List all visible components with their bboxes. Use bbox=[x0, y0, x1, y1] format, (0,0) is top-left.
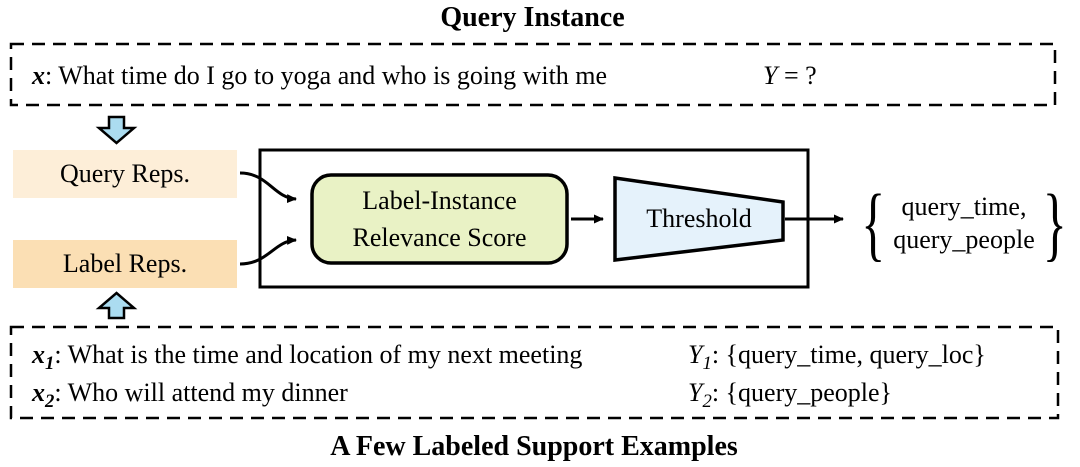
label-reps-label: Label Reps. bbox=[62, 249, 188, 278]
output-label-2: query_people bbox=[893, 225, 1035, 254]
relevance-score-box bbox=[310, 173, 569, 265]
query-label-unknown: Y = ? bbox=[763, 58, 817, 94]
query-reps-label: Query Reps. bbox=[60, 159, 190, 188]
support-example-row-1: x1: What is the time and location of my … bbox=[10, 336, 1058, 374]
threshold-label: Threshold bbox=[615, 201, 783, 237]
label-reps-box: Label Reps. bbox=[13, 240, 237, 288]
predicted-label-set: { query_time, query_people } bbox=[850, 176, 1078, 270]
relevance-score-label: Label-Instance Relevance Score bbox=[312, 175, 567, 263]
support-y1: Y1: {query_time, query_loc} bbox=[688, 336, 986, 374]
y-variable: Y bbox=[763, 61, 778, 90]
label-reps-arrow bbox=[239, 235, 297, 266]
query-instance-text: x: What time do I go to yoga and who is … bbox=[32, 58, 607, 94]
output-label-1: query_time, bbox=[901, 192, 1027, 221]
arrow-up-icon bbox=[95, 291, 138, 320]
threshold-trapezoid bbox=[613, 175, 785, 262]
y2-labels: : {query_people} bbox=[711, 378, 893, 407]
x2-sentence: : Who will attend my dinner bbox=[54, 378, 348, 407]
scorer-line2: Relevance Score bbox=[352, 223, 527, 252]
x1-variable: x bbox=[32, 340, 45, 369]
y2-subscript: 2 bbox=[702, 391, 712, 413]
x1-sentence: : What is the time and location of my ne… bbox=[54, 340, 583, 369]
query-reps-box: Query Reps. bbox=[13, 150, 237, 198]
right-brace: } bbox=[1042, 176, 1067, 270]
support-examples-box bbox=[9, 325, 1060, 420]
x2-variable: x bbox=[32, 378, 45, 407]
support-examples-title: A Few Labeled Support Examples bbox=[330, 431, 738, 462]
output-labels: query_time, query_people bbox=[893, 190, 1035, 256]
support-y2: Y2: {query_people} bbox=[688, 374, 892, 412]
query-sentence: : What time do I go to yoga and who is g… bbox=[45, 61, 608, 90]
arrow-down-icon bbox=[95, 115, 138, 145]
x2-subscript: 2 bbox=[45, 391, 55, 413]
y1-subscript: 1 bbox=[702, 353, 712, 375]
y1-variable: Y bbox=[688, 340, 703, 369]
support-x2: x2: Who will attend my dinner bbox=[32, 374, 348, 412]
support-example-row-2: x2: Who will attend my dinner Y2: {query… bbox=[10, 374, 1058, 412]
x-variable: x bbox=[32, 61, 45, 90]
left-brace: { bbox=[861, 176, 886, 270]
query-reps-arrow bbox=[239, 171, 297, 204]
threshold-text: Threshold bbox=[646, 204, 752, 233]
query-instance-box bbox=[9, 42, 1057, 107]
y-equals-question: = ? bbox=[777, 61, 817, 90]
scorer-line1: Label-Instance bbox=[362, 186, 517, 215]
x1-subscript: 1 bbox=[45, 353, 55, 375]
y1-labels: : {query_time, query_loc} bbox=[711, 340, 986, 369]
query-instance-title: Query Instance bbox=[440, 2, 625, 33]
support-x1: x1: What is the time and location of my … bbox=[32, 336, 582, 374]
y2-variable: Y bbox=[688, 378, 703, 407]
